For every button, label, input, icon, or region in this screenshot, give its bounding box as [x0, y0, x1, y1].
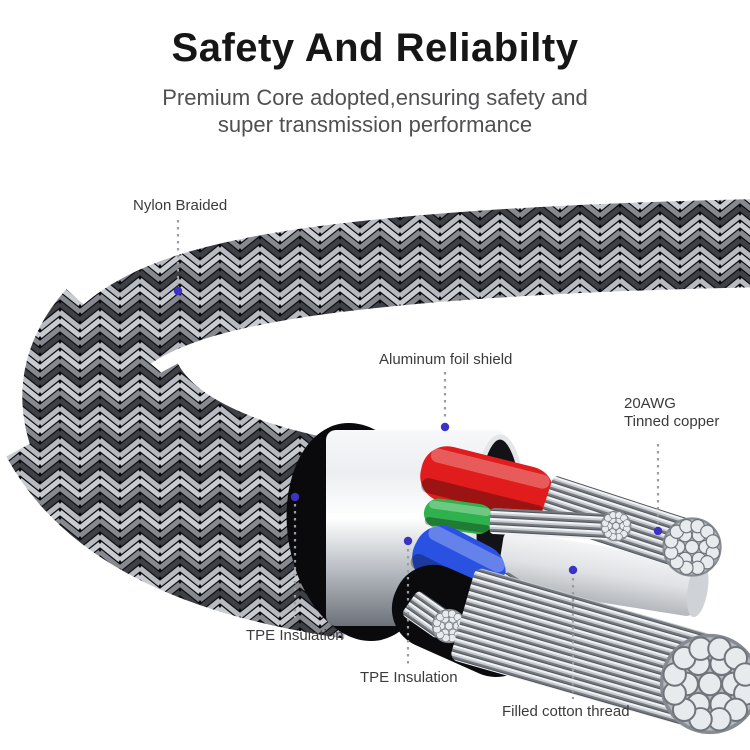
subtitle-line-1: Premium Core adopted,ensuring safety and	[162, 85, 588, 110]
dot-tpe-left	[290, 492, 300, 502]
page-title: Safety And Reliabilty	[171, 26, 579, 70]
dot-cotton-thread	[568, 565, 578, 575]
wire-green-copper-strand	[489, 508, 615, 541]
label-tpe-insulation-bottom: TPE Insulation	[360, 669, 458, 686]
label-aluminum-foil-shield: Aluminum foil shield	[379, 351, 513, 368]
leader-dots	[173, 286, 663, 575]
big-conductor-end	[659, 633, 750, 735]
dot-tpe-bottom	[403, 536, 413, 546]
page-subtitle: Premium Core adopted,ensuring safety and…	[0, 84, 750, 138]
dot-nylon-braided	[173, 286, 183, 296]
wire-green-strand-end	[600, 510, 632, 542]
small-strand-tip	[402, 591, 467, 644]
wire-green	[423, 498, 632, 542]
dot-20awg	[653, 526, 663, 536]
label-20awg-line2: Tinned copper	[624, 413, 720, 430]
wire-green-insulation	[423, 498, 494, 535]
label-20awg-line1: 20AWG	[624, 395, 676, 412]
label-tpe-insulation-left: TPE Insulation	[246, 627, 344, 644]
label-nylon-braided: Nylon Braided	[133, 197, 228, 214]
label-filled-cotton-thread: Filled cotton thread	[502, 703, 630, 720]
wire-red-strand-end	[662, 517, 722, 577]
big-copper-conductor	[451, 568, 750, 735]
braid-horizontal-segment	[83, 199, 750, 373]
leader-lines	[176, 220, 660, 699]
big-conductor-strands	[451, 568, 715, 727]
subtitle-line-2: super transmission performance	[217, 112, 533, 137]
label-20awg-tinned-copper: 20AWG Tinned copper	[624, 395, 719, 431]
dot-aluminum-foil	[440, 422, 450, 432]
